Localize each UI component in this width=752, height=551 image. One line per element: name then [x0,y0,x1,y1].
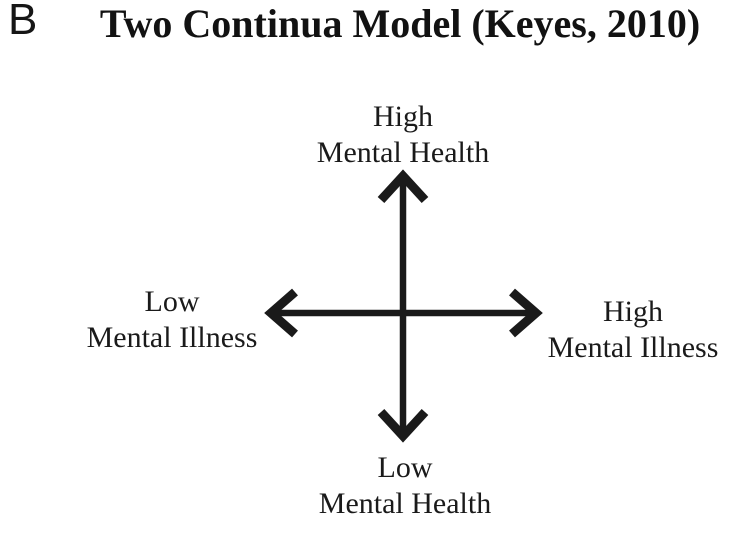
arrowhead-down-icon [377,408,429,443]
axis-label-line: High [603,295,663,328]
axis-label-line: Low [377,451,433,484]
axis-label-line: Low [144,285,200,318]
axis-label-line: Mental Illness [86,321,258,354]
axis-label-line: Mental Health [316,136,490,169]
arrowhead-up-icon [377,169,429,204]
axis-label-low-mental-illness: Low Mental Illness [12,284,332,356]
figure-title: Two Continua Model (Keyes, 2010) [99,1,701,46]
axis-label-line: Mental Health [318,487,492,520]
axis-label-line: Mental Illness [547,331,719,364]
panel-label: B [8,0,38,44]
axis-label-high-mental-health: High Mental Health [243,99,563,171]
axis-label-high-mental-illness: High Mental Illness [473,294,752,366]
axis-label-low-mental-health: Low Mental Health [245,450,565,522]
axis-label-line: High [373,100,433,133]
